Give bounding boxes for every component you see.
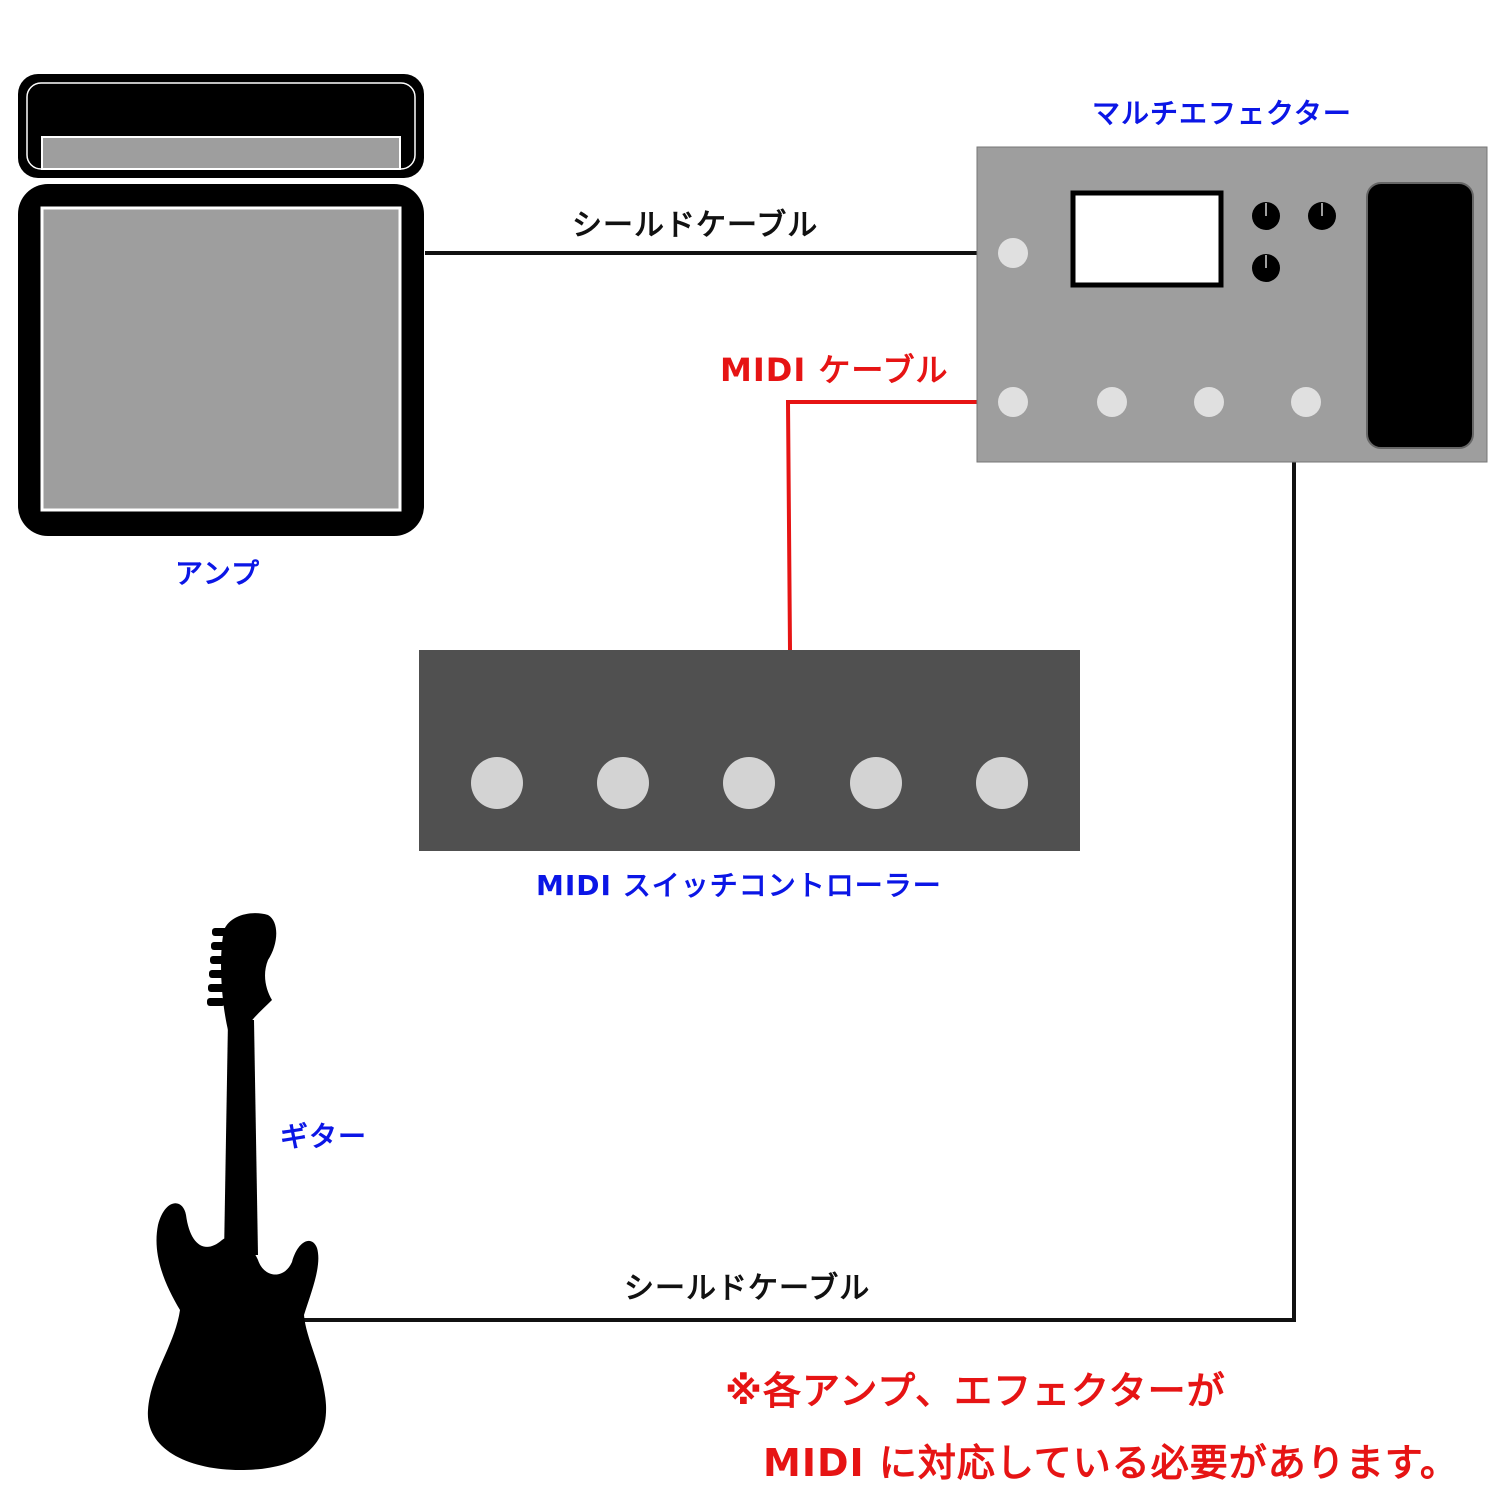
amp-label: アンプ [175, 557, 261, 590]
guitar-neck [224, 1020, 258, 1255]
footswitch-icon [1097, 387, 1127, 417]
multi-effector-screen [1070, 190, 1224, 288]
footswitch-icon [471, 757, 523, 809]
tuner-peg [209, 970, 227, 978]
footswitch-icon [1291, 387, 1321, 417]
shield-cable-top-label: シールドケーブル [572, 208, 819, 243]
footswitch-icon [998, 238, 1028, 268]
amp-speaker-grill [40, 206, 402, 512]
guitar-headstock [221, 913, 277, 1030]
guitar-body [147, 1203, 327, 1470]
tuner-peg [207, 998, 225, 1006]
midi-controller-body [419, 650, 1080, 851]
tuner-peg [212, 928, 230, 936]
shield-cable-bottom-line [300, 462, 1296, 1322]
expression-pedal [1366, 182, 1474, 449]
amp [18, 74, 424, 536]
amp-head-panel [41, 136, 401, 170]
note-line-2: MIDI に対応している必要があります。 [763, 1441, 1459, 1485]
footswitch-icon [597, 757, 649, 809]
midi-controller-label: MIDI スイッチコントローラー [536, 869, 942, 902]
footswitch-icon [723, 757, 775, 809]
shield-cable-bottom-label: シールドケーブル [624, 1271, 871, 1306]
multi-effector [976, 146, 1488, 463]
footswitch-icon [850, 757, 902, 809]
midi-cable-label: MIDI ケーブル [720, 351, 949, 389]
multi-effector-label: マルチエフェクター [1092, 97, 1352, 130]
note-line-1: ※各アンプ、エフェクターが [725, 1369, 1226, 1413]
footswitch-icon [976, 757, 1028, 809]
footswitch-icon [1194, 387, 1224, 417]
footswitch-icon [998, 387, 1028, 417]
midi-switch-controller [419, 650, 1080, 851]
tuner-peg [210, 956, 228, 964]
midi-cable-line [785, 400, 977, 651]
guitar-icon [147, 913, 327, 1470]
tuner-peg [208, 984, 226, 992]
guitar-label: ギター [280, 1120, 368, 1153]
tuner-peg [211, 942, 229, 950]
